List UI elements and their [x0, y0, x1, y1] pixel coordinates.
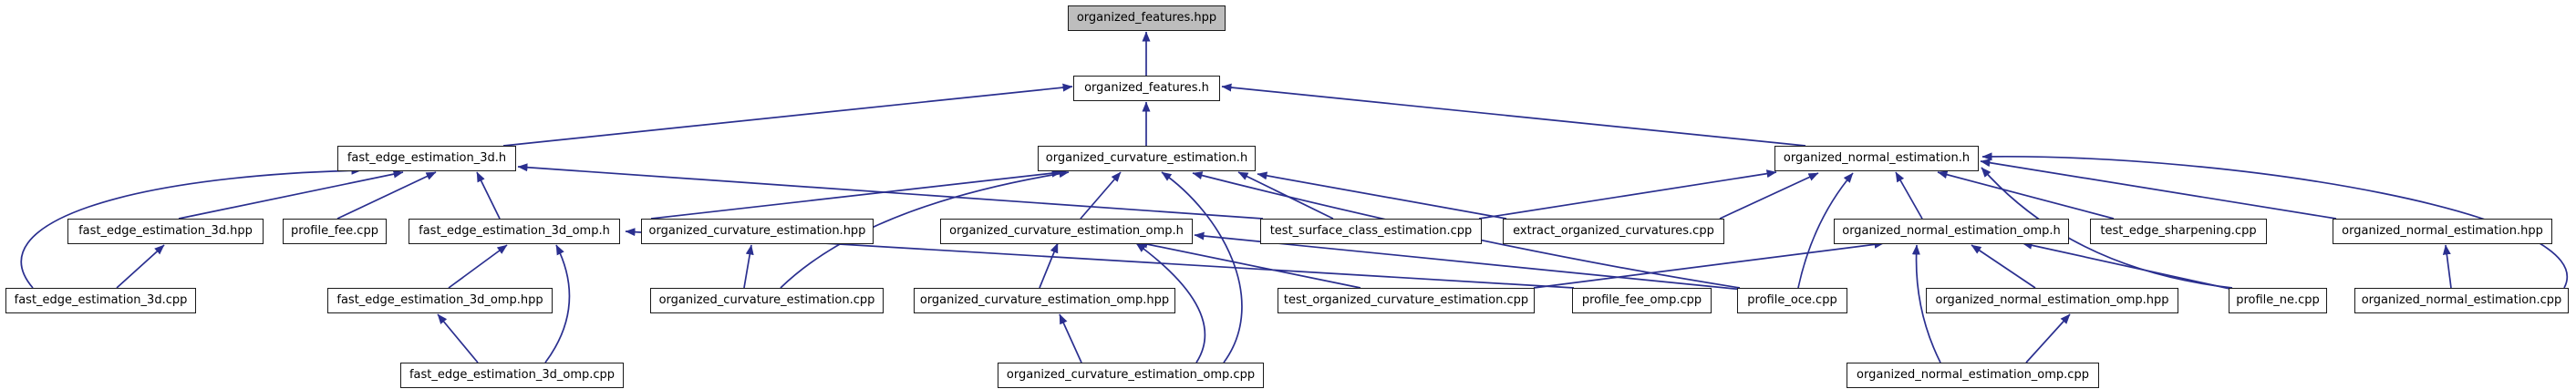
include-edge-organized_normal_estimation_omp_cpp--organized_normal_estimation_omp_hpp — [2025, 313, 2071, 363]
include-edge-organized_curvature_estimation_omp_cpp--organized_curvature_estimation_h — [1161, 171, 1243, 363]
include-edge-profile_ne_cpp--organized_normal_estimation_h — [1981, 167, 2233, 289]
include-edge-organized_normal_estimation_omp_hpp--organized_normal_estimation_omp_h — [1971, 244, 2036, 289]
graph-node-organized_normal_estimation_omp_h[interactable]: organized_normal_estimation_omp.h — [1834, 219, 2069, 244]
graph-node-extract_organized_curvatures_cpp[interactable]: extract_organized_curvatures.cpp — [1503, 219, 1724, 244]
graph-node-organized_curvature_estimation_omp_cpp[interactable]: organized_curvature_estimation_omp.cpp — [998, 363, 1264, 388]
include-edge-organized_normal_estimation_omp_h--organized_normal_estimation_h — [1895, 171, 1923, 220]
include-edge-test_surface_class_estimation_cpp--organized_normal_estimation_h — [1478, 169, 1777, 220]
include-edge-fast_edge_estimation_3d_cpp--fast_edge_estimation_3d_h — [20, 166, 362, 289]
graph-node-organized_curvature_estimation_hpp[interactable]: organized_curvature_estimation.hpp — [641, 219, 874, 244]
graph-node-organized_normal_estimation_omp_cpp[interactable]: organized_normal_estimation_omp.cpp — [1847, 363, 2099, 388]
graph-node-test_edge_sharpening_cpp[interactable]: test_edge_sharpening.cpp — [2090, 219, 2267, 244]
include-edge-fast_edge_estimation_3d_cpp--fast_edge_estimation_3d_hpp — [116, 244, 165, 289]
graph-node-profile_fee_omp_cpp[interactable]: profile_fee_omp.cpp — [1572, 288, 1712, 313]
include-edge-organized_curvature_estimation_cpp--organized_curvature_estimation_h — [780, 169, 1070, 289]
include-edge-organized_normal_estimation_h--organized_features_h — [1221, 83, 1806, 147]
include-edge-fast_edge_estimation_3d_omp_h--fast_edge_estimation_3d_h — [476, 171, 501, 220]
include-edge-organized_curvature_estimation_omp_cpp--organized_curvature_estimation_omp_h — [1135, 242, 1206, 363]
include-edge-organized_curvature_estimation_hpp--organized_curvature_estimation_h — [650, 169, 1062, 220]
include-edge-organized_curvature_estimation_omp_h--organized_curvature_estimation_h — [1080, 171, 1122, 220]
include-edge-test_organized_curvature_estimation_cpp--organized_curvature_estimation_omp_h — [1137, 240, 1361, 289]
include-edge-fast_edge_estimation_3d_hpp--fast_edge_estimation_3d_h — [178, 169, 404, 220]
include-edge-fast_edge_estimation_3d_h--organized_features_h — [502, 83, 1073, 147]
include-edge-test_organized_curvature_estimation_cpp--organized_normal_estimation_omp_h — [1533, 240, 1885, 289]
include-edge-extract_organized_curvatures_cpp--organized_curvature_estimation_h — [1257, 171, 1507, 220]
include-edge-test_surface_class_estimation_cpp--organized_curvature_estimation_h — [1237, 171, 1334, 220]
graph-node-organized_normal_estimation_hpp[interactable]: organized_normal_estimation.hpp — [2333, 219, 2552, 244]
include-edge-fast_edge_estimation_3d_omp_cpp--fast_edge_estimation_3d_omp_h — [544, 244, 571, 363]
graph-node-profile_oce_cpp[interactable]: profile_oce.cpp — [1737, 288, 1847, 313]
include-edge-organized_normal_estimation_cpp--organized_normal_estimation_hpp — [2442, 244, 2452, 289]
include-edge-test_surface_class_estimation_cpp--fast_edge_estimation_3d_h — [517, 163, 1264, 220]
graph-node-organized_normal_estimation_h[interactable]: organized_normal_estimation.h — [1774, 146, 1979, 171]
include-edge-fast_edge_estimation_3d_omp_cpp--fast_edge_estimation_3d_omp_hpp — [437, 313, 479, 363]
include-edge-profile_oce_cpp--organized_normal_estimation_h — [1797, 172, 1854, 289]
graph-node-test_organized_curvature_estimation_cpp[interactable]: test_organized_curvature_estimation.cpp — [1278, 288, 1535, 313]
graph-node-organized_curvature_estimation_omp_hpp[interactable]: organized_curvature_estimation_omp.hpp — [914, 288, 1175, 313]
include-edge-organized_normal_estimation_cpp--organized_normal_estimation_h — [1981, 152, 2568, 289]
graph-node-organized_features_hpp[interactable]: organized_features.hpp — [1068, 5, 1226, 31]
include-edge-organized_normal_estimation_omp_cpp--organized_normal_estimation_omp_h — [1911, 244, 1941, 363]
graph-node-test_surface_class_estimation_cpp[interactable]: test_surface_class_estimation.cpp — [1260, 219, 1482, 244]
graph-node-organized_curvature_estimation_omp_h[interactable]: organized_curvature_estimation_omp.h — [940, 219, 1193, 244]
include-edge-profile_fee_cpp--fast_edge_estimation_3d_h — [336, 171, 437, 220]
include-edge-profile_oce_cpp--organized_curvature_estimation_omp_h — [1194, 231, 1744, 291]
graph-node-organized_features_h[interactable]: organized_features.h — [1073, 76, 1220, 101]
graph-node-organized_normal_estimation_omp_hpp[interactable]: organized_normal_estimation_omp.hpp — [1926, 288, 2178, 313]
graph-node-fast_edge_estimation_3d_omp_cpp[interactable]: fast_edge_estimation_3d_omp.cpp — [400, 363, 624, 388]
include-edge-profile_ne_cpp--organized_normal_estimation_omp_h — [2022, 241, 2235, 291]
include-edge-test_edge_sharpening_cpp--organized_normal_estimation_h — [1937, 170, 2115, 220]
include-edge-organized_curvature_estimation_omp_cpp--organized_curvature_estimation_omp_hpp — [1059, 313, 1082, 363]
graph-node-fast_edge_estimation_3d_hpp[interactable]: fast_edge_estimation_3d.hpp — [67, 219, 264, 244]
graph-node-fast_edge_estimation_3d_omp_h[interactable]: fast_edge_estimation_3d_omp.h — [409, 219, 620, 244]
include-edge-fast_edge_estimation_3d_omp_hpp--fast_edge_estimation_3d_omp_h — [448, 244, 508, 289]
graph-node-organized_curvature_estimation_h[interactable]: organized_curvature_estimation.h — [1038, 146, 1256, 171]
graph-node-profile_fee_cpp[interactable]: profile_fee.cpp — [283, 219, 387, 244]
graph-node-fast_edge_estimation_3d_cpp[interactable]: fast_edge_estimation_3d.cpp — [5, 288, 196, 313]
graph-node-fast_edge_estimation_3d_h[interactable]: fast_edge_estimation_3d.h — [337, 146, 516, 171]
include-edge-organized_normal_estimation_hpp--organized_normal_estimation_h — [1980, 159, 2337, 220]
graph-node-profile_ne_cpp[interactable]: profile_ne.cpp — [2229, 288, 2327, 313]
include-edge-extract_organized_curvatures_cpp--organized_normal_estimation_h — [1719, 172, 1819, 220]
graph-node-fast_edge_estimation_3d_omp_hpp[interactable]: fast_edge_estimation_3d_omp.hpp — [327, 288, 553, 313]
graph-node-organized_curvature_estimation_cpp[interactable]: organized_curvature_estimation.cpp — [650, 288, 884, 313]
include-edge-organized_curvature_estimation_cpp--organized_curvature_estimation_hpp — [743, 244, 754, 289]
graph-node-organized_normal_estimation_cpp[interactable]: organized_normal_estimation.cpp — [2354, 288, 2569, 313]
include-edge-organized_curvature_estimation_omp_hpp--organized_curvature_estimation_omp_h — [1039, 242, 1059, 289]
